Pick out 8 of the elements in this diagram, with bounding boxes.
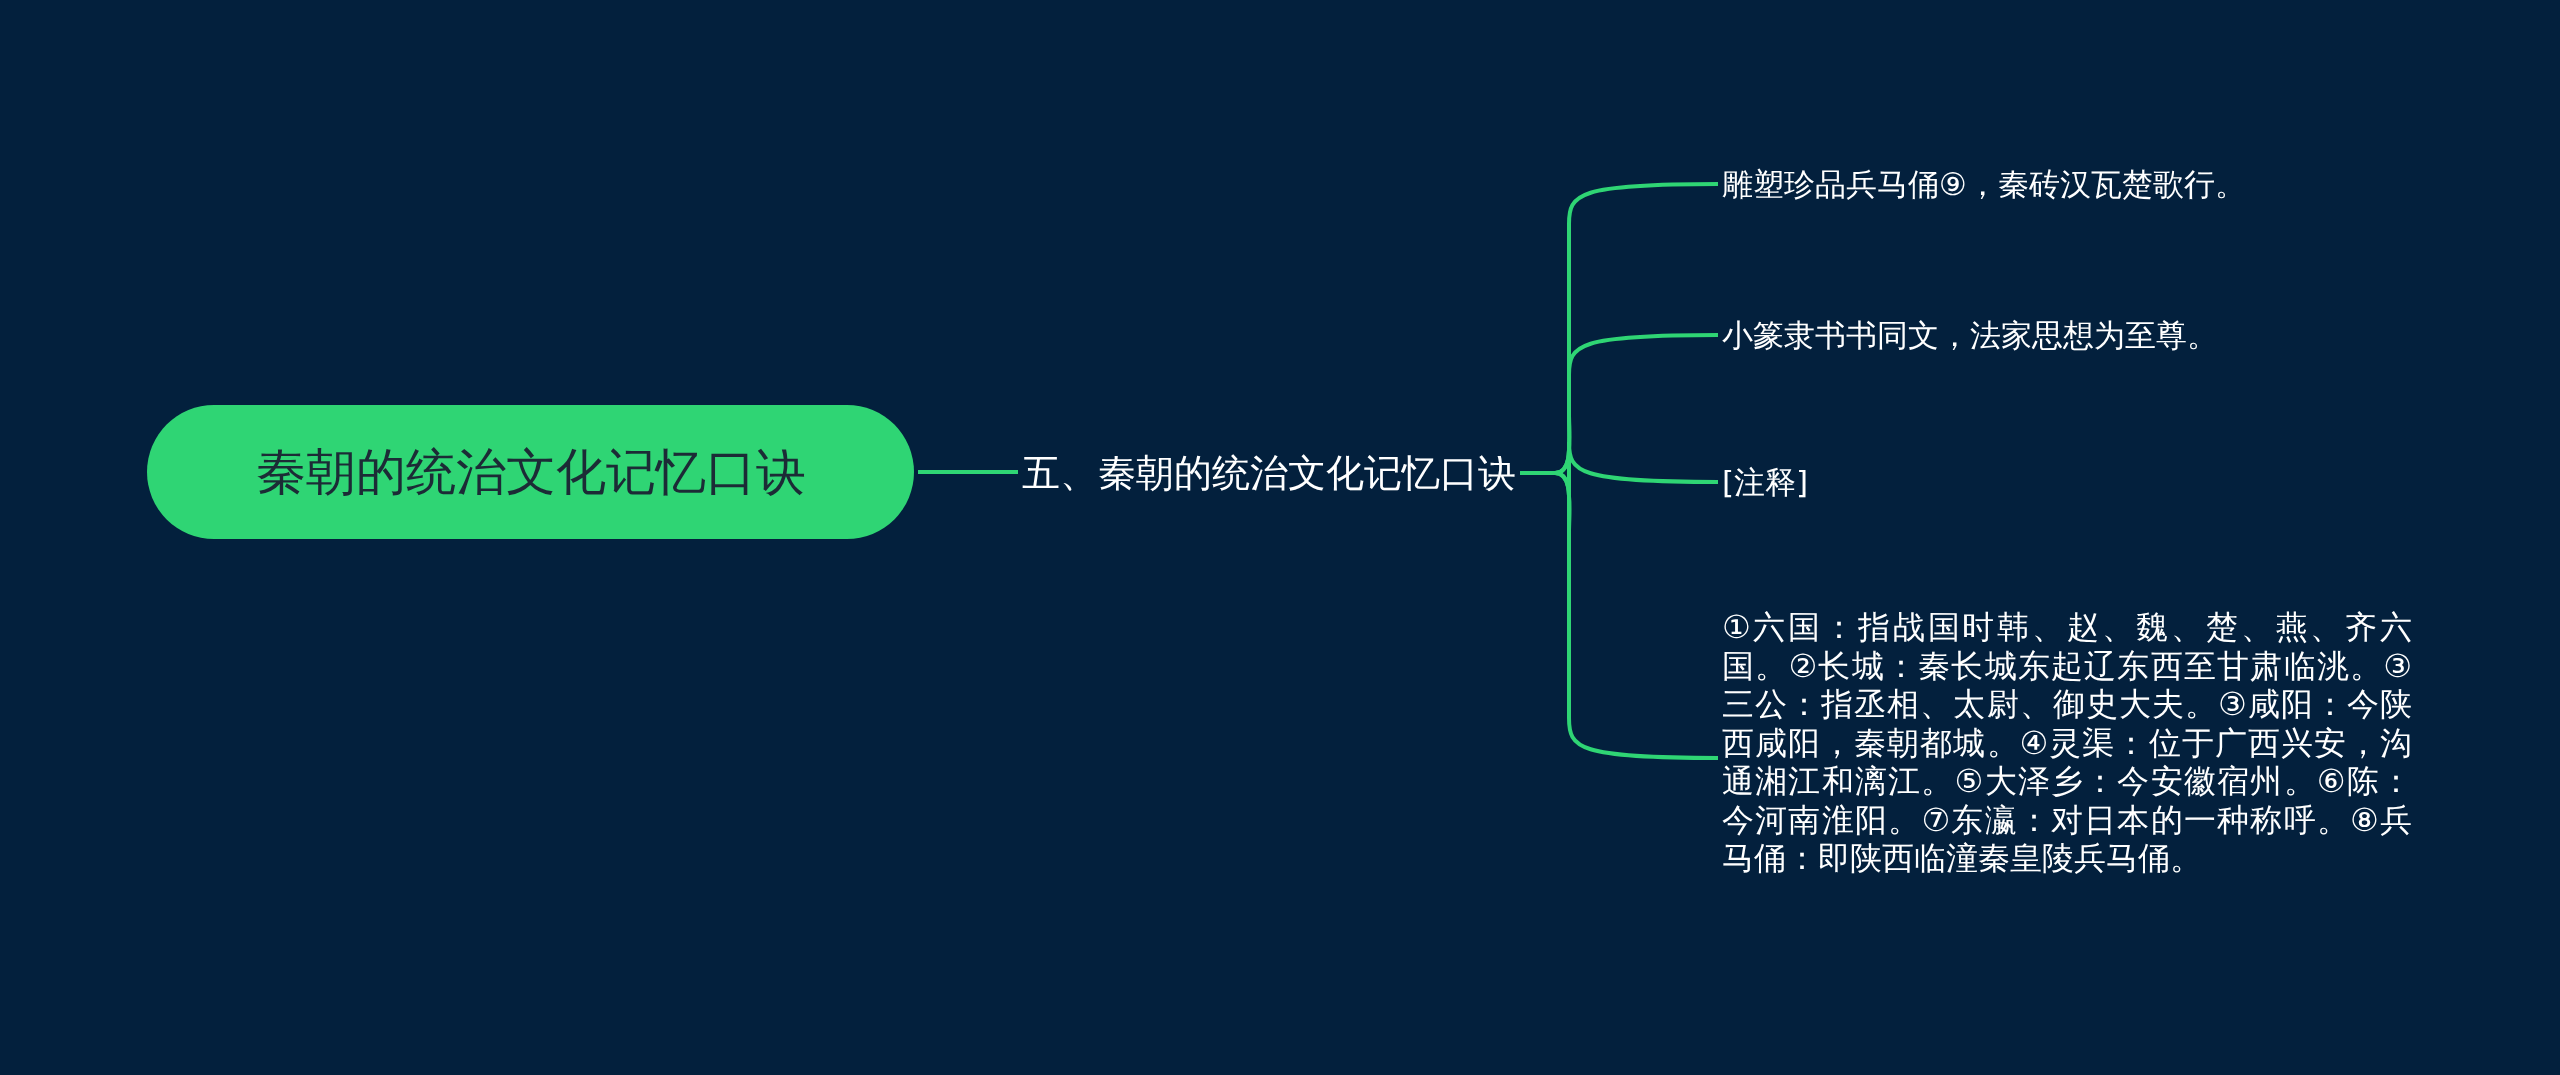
connector-line xyxy=(918,470,1018,474)
topic-text: 五、秦朝的统治文化记忆口诀 xyxy=(1022,448,1516,498)
note-heading: [注释] xyxy=(1722,462,1809,502)
verse-text: 雕塑珍品兵马俑⑨，秦砖汉瓦楚歌行。 xyxy=(1722,164,2246,204)
verse-text: 小篆隶书书同文，法家思想为至尊。 xyxy=(1722,315,2218,355)
connector-line xyxy=(1520,471,1718,760)
notes-text: ①六国：指战国时韩、赵、魏、楚、燕、齐六国。②长城：秦长城东起辽东西至甘肃临洮。③三公：指丞相、太尉、御史大夫。③咸阳：今陕西咸阳，秦朝都城。④灵渠：位于广西兴安，沟通湘江和漓江。⑤大泽乡：今安徽宿州。⑥陈：今河南淮阳。⑦东瀛：对日本的一种称呼。⑧兵马俑：即陕西临潼秦皇陵兵马俑。 xyxy=(1722,608,2412,878)
root-topic-box: 秦朝的统治文化记忆口诀 xyxy=(147,405,914,539)
